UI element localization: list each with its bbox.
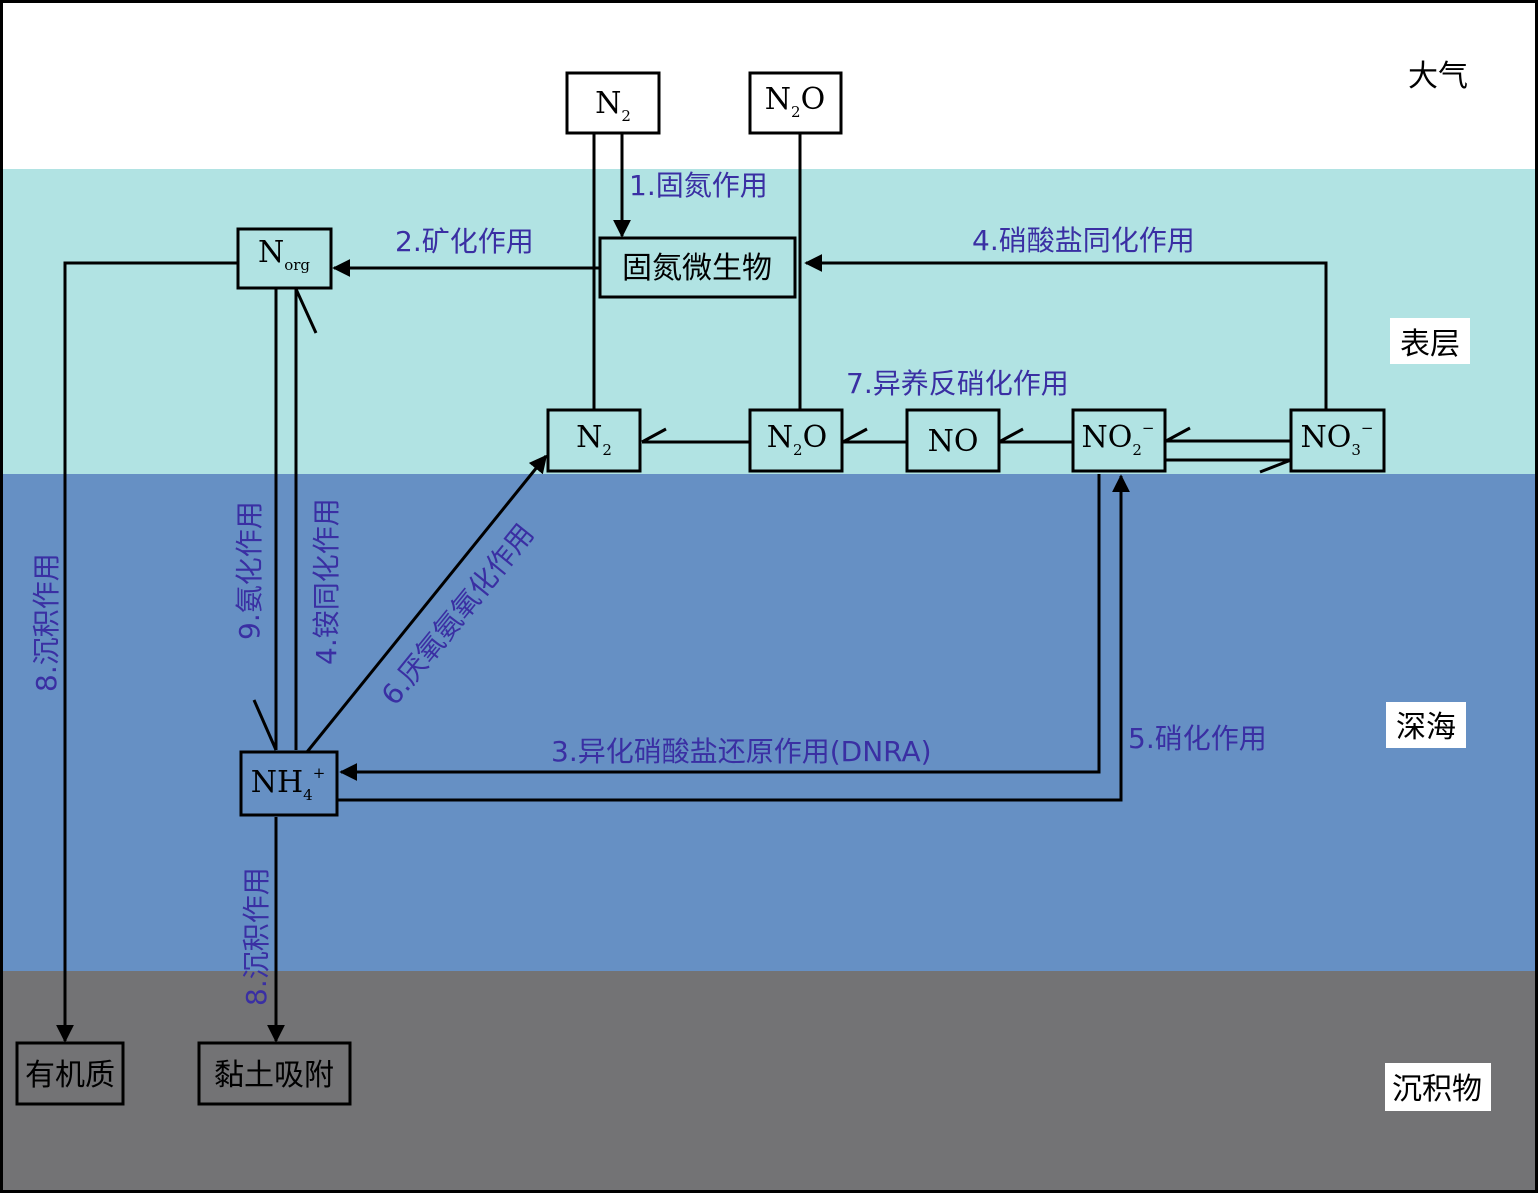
no2-box: NO2− bbox=[1071, 408, 1167, 473]
deep-sea-layer bbox=[0, 474, 1538, 971]
label-ammonification: 9.氨化作用 bbox=[233, 501, 266, 640]
n2o-atm-tail: O bbox=[801, 82, 826, 117]
no3-box: NO3− bbox=[1289, 408, 1386, 473]
norg-main: N bbox=[258, 235, 284, 270]
dnra-arrow bbox=[339, 474, 1101, 781]
layer-label-atmosphere: 大气 bbox=[1408, 59, 1468, 94]
organic-matter-box: 有机质 bbox=[15, 1041, 125, 1106]
n2o-ocean-tail: O bbox=[803, 420, 828, 455]
ammonification-halfhead bbox=[252, 699, 278, 751]
n2-ocean-sub: 2 bbox=[602, 441, 612, 459]
nh4-sub: 4 bbox=[303, 786, 313, 804]
layer-label-surface: 表层 bbox=[1400, 327, 1460, 362]
label-ammonium-assimilation: 4.铵同化作用 bbox=[310, 498, 343, 665]
n2-atm-sub: 2 bbox=[621, 107, 631, 125]
nh4-sup: + bbox=[313, 764, 326, 782]
svg-text:NH4+: NH4+ bbox=[251, 764, 326, 804]
layer-label-bg-deep-sea bbox=[1386, 702, 1466, 748]
svg-text:N2O: N2O bbox=[767, 420, 827, 459]
no-label: NO bbox=[928, 424, 979, 459]
label-nitrate-assimilation: 4.硝酸盐同化作用 bbox=[972, 224, 1195, 257]
ammonium-assimilation-halfhead bbox=[294, 288, 318, 334]
nh4-main: NH bbox=[251, 765, 303, 800]
label-sedimentation-nh4: 8.沉积作用 bbox=[240, 867, 273, 1006]
layer-label-sediment: 沉积物 bbox=[1392, 1072, 1482, 1107]
label-heterotrophic-denitrification: 7.异养反硝化作用 bbox=[846, 367, 1069, 400]
n2o-atmosphere-box: N2O bbox=[748, 71, 843, 135]
label-fixation: 1.固氮作用 bbox=[629, 169, 768, 202]
no3-sub: 3 bbox=[1351, 441, 1361, 459]
n2-ocean-box: N2 bbox=[546, 408, 642, 473]
nitrogen-fixers-box: 固氮微生物 bbox=[598, 236, 797, 299]
n2o-atm-main: N bbox=[765, 82, 791, 117]
n2o-ocean-sub: 2 bbox=[793, 441, 803, 459]
svg-text:N2: N2 bbox=[595, 86, 631, 125]
n2o-to-n2-halfhead bbox=[641, 427, 667, 444]
layer-label-deep-sea: 深海 bbox=[1396, 710, 1456, 745]
no2-sup: − bbox=[1142, 419, 1155, 437]
n2-ocean-main: N bbox=[576, 420, 602, 455]
no3-to-no2-halfhead bbox=[1165, 426, 1191, 443]
no2-to-no3-halfhead bbox=[1259, 458, 1292, 474]
svg-text:Norg: Norg bbox=[258, 235, 310, 274]
svg-text:NO2−: NO2− bbox=[1082, 419, 1155, 459]
nitrogen-fixers-label: 固氮微生物 bbox=[622, 251, 772, 286]
svg-text:NO3−: NO3− bbox=[1301, 419, 1374, 459]
n2-atm-main: N bbox=[595, 86, 621, 121]
n2o-ocean-main: N bbox=[767, 420, 793, 455]
label-dnra: 3.异化硝酸盐还原作用(DNRA) bbox=[551, 735, 932, 768]
norg-sub: org bbox=[284, 256, 310, 274]
no3-main: NO bbox=[1301, 420, 1352, 455]
organic-matter-label: 有机质 bbox=[25, 1058, 115, 1093]
n2-atmosphere-box: N2 bbox=[565, 71, 661, 135]
norg-box: Norg bbox=[236, 227, 333, 290]
svg-text:N2: N2 bbox=[576, 420, 612, 459]
no2-to-no-halfhead bbox=[998, 427, 1024, 444]
nitrification-arrow bbox=[338, 474, 1130, 802]
label-mineralization: 2.矿化作用 bbox=[395, 225, 534, 258]
layer-label-bg-sediment bbox=[1385, 1063, 1491, 1111]
no2-main: NO bbox=[1082, 420, 1133, 455]
no3-sup: − bbox=[1361, 419, 1374, 437]
anammox-arrow bbox=[305, 454, 548, 753]
layer-label-bg-surface bbox=[1390, 318, 1470, 364]
label-nitrification: 5.硝化作用 bbox=[1128, 722, 1267, 755]
label-sedimentation-left: 8.沉积作用 bbox=[30, 553, 63, 692]
svg-text:N2O: N2O bbox=[765, 82, 825, 121]
nh4-box: NH4+ bbox=[239, 750, 339, 817]
n2o-ocean-box: N2O bbox=[748, 408, 844, 473]
n2o-atm-sub: 2 bbox=[791, 103, 801, 121]
clay-adsorption-label: 黏土吸附 bbox=[214, 1058, 334, 1093]
nitrate-assimilation-arrow bbox=[804, 254, 1328, 409]
clay-adsorption-box: 黏土吸附 bbox=[197, 1041, 352, 1106]
no-to-n2o-halfhead bbox=[842, 427, 868, 444]
no-box: NO bbox=[905, 408, 1001, 473]
norg-sedimentation-arrow bbox=[56, 261, 238, 1043]
no2-sub: 2 bbox=[1132, 441, 1142, 459]
